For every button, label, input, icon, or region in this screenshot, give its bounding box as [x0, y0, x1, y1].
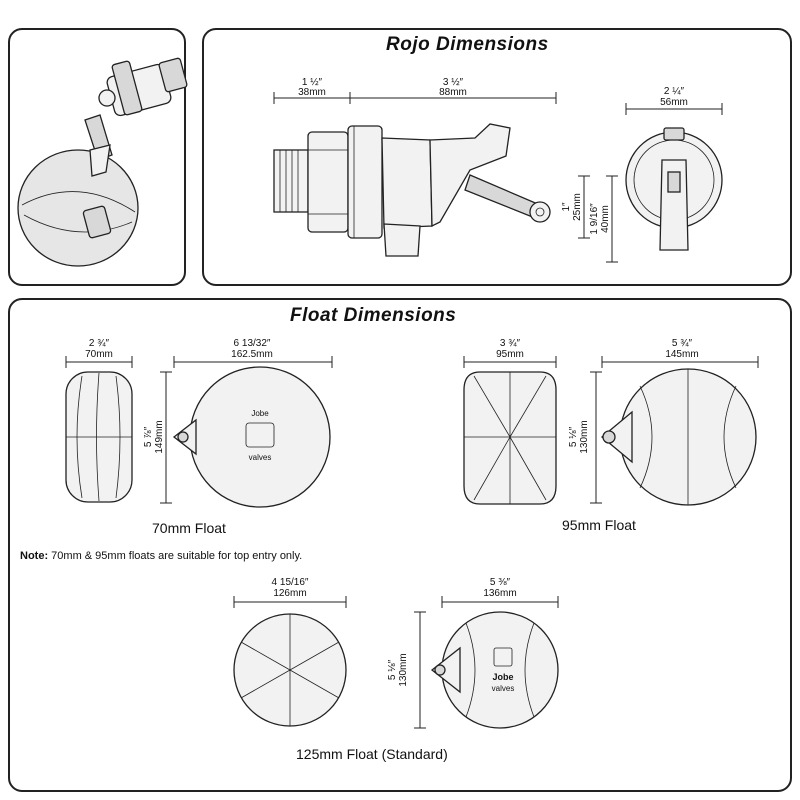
rojo-dim-1-frac: 1 ½″: [302, 77, 323, 88]
float-125-width-mm: 126mm: [273, 588, 306, 599]
float-125-diameter-mm: 136mm: [483, 588, 516, 599]
float-70-diameter-frac: 6 13/32″: [234, 338, 271, 349]
float-95-height-frac: 5 ⅛″: [568, 426, 579, 447]
float-125mm-label: 125mm Float (Standard): [296, 746, 448, 762]
rojo-valve-front-view: [625, 127, 723, 251]
rojo-dimensions-title: Rojo Dimensions: [386, 34, 549, 55]
float-70-height-mm: 149mm: [154, 420, 165, 453]
rojo-dimension-lines: [273, 92, 723, 263]
float-70-brand-line2: valves: [249, 453, 272, 462]
float-70-width-mm: 70mm: [85, 349, 113, 360]
float-70mm-dimension-lines: [65, 356, 333, 504]
float-70-brand-line1: Jobe: [251, 409, 269, 418]
note-label: Note:: [20, 550, 49, 562]
float-95mm-label: 95mm Float: [562, 517, 636, 533]
float-125-height-mm: 130mm: [398, 653, 409, 686]
float-95mm-edge-view: [463, 371, 557, 505]
float-95-width-frac: 3 ¾″: [500, 338, 521, 349]
rojo-dim-2-mm: 88mm: [439, 87, 467, 98]
float-95mm-dimension-lines: [463, 356, 759, 504]
rojo-dim-5-frac: 1 9/16″: [589, 203, 600, 235]
float-125mm-dimension-lines: [233, 596, 559, 729]
float-95-diameter-mm: 145mm: [665, 349, 698, 360]
float-70-height-frac: 5 ⅞″: [143, 426, 154, 447]
valve-assembly-illustration: [17, 57, 188, 267]
rojo-dim-3-mm: 56mm: [660, 97, 688, 108]
rojo-dim-1-mm: 38mm: [298, 87, 326, 98]
float-125mm-edge-view: [233, 613, 347, 727]
float-125mm-side-view: Jobe valves: [430, 611, 559, 729]
float-70mm-edge-view: [65, 371, 133, 503]
float-125-height-frac: 5 ⅛″: [387, 659, 398, 680]
note-text: 70mm & 95mm floats are suitable for top …: [48, 550, 303, 562]
float-125-width-frac: 4 15/16″: [272, 577, 309, 588]
rojo-dim-3-frac: 2 ¼″: [664, 85, 685, 97]
float-70mm-face-view: Jobe valves: [172, 366, 331, 508]
rojo-dim-2-frac: 3 ½″: [443, 77, 464, 88]
float-95mm-side-view: [600, 368, 757, 506]
float-95-width-mm: 95mm: [496, 349, 524, 360]
float-dimensions-title: Float Dimensions: [290, 305, 457, 326]
rojo-dim-5-mm: 40mm: [600, 205, 611, 233]
rojo-valve-side-view: [273, 123, 551, 257]
float-70-diameter-mm: 162.5mm: [231, 349, 273, 360]
float-70-width-frac: 2 ¾″: [89, 338, 110, 349]
rojo-dim-4-frac: 1″: [561, 202, 572, 212]
float-125-brand-line2: valves: [492, 684, 515, 693]
float-125-diameter-frac: 5 ⅜″: [490, 577, 511, 588]
float-95-height-mm: 130mm: [579, 420, 590, 453]
float-95-diameter-frac: 5 ¾″: [672, 338, 693, 349]
float-125-brand-line1: Jobe: [492, 672, 513, 682]
top-entry-note: Note: 70mm & 95mm floats are suitable fo…: [20, 550, 302, 562]
float-70mm-label: 70mm Float: [152, 520, 226, 536]
rojo-dim-4-mm: 25mm: [572, 193, 583, 221]
